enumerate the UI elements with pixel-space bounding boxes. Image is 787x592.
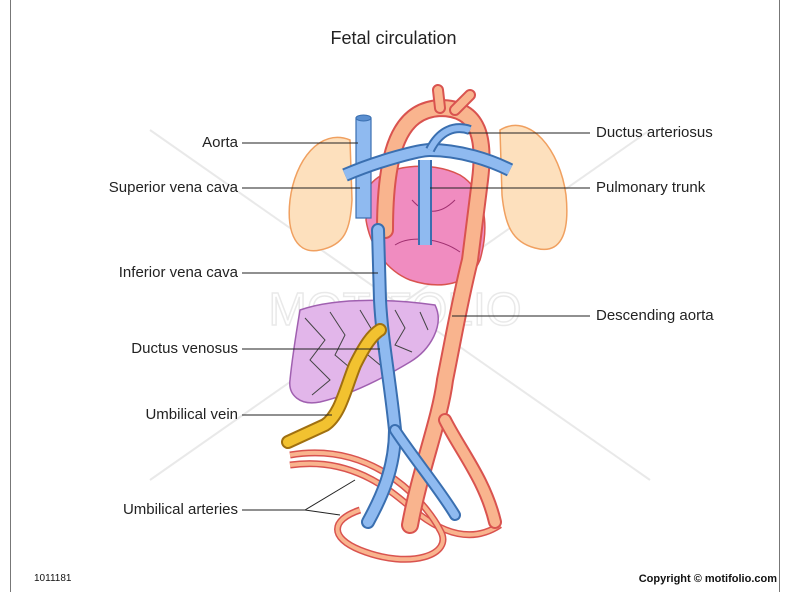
svc-opening bbox=[356, 115, 371, 121]
label-pulmonary-trunk: Pulmonary trunk bbox=[596, 179, 705, 197]
label-superior-vena-cava: Superior vena cava bbox=[109, 179, 238, 197]
label-umbilical-arteries: Umbilical arteries bbox=[123, 501, 238, 519]
label-aorta: Aorta bbox=[202, 134, 238, 152]
figure-code: 1011181 bbox=[34, 573, 71, 584]
label-descending-aorta: Descending aorta bbox=[596, 307, 714, 325]
diagram-title: Fetal circulation bbox=[0, 28, 787, 49]
label-ductus-arteriosus: Ductus arteriosus bbox=[596, 124, 713, 142]
right-lung bbox=[500, 125, 567, 249]
label-umbilical-vein: Umbilical vein bbox=[145, 406, 238, 424]
left-lung bbox=[289, 137, 352, 250]
label-ductus-venosus: Ductus venosus bbox=[131, 340, 238, 358]
copyright-notice: Copyright © motifolio.com bbox=[639, 573, 777, 585]
label-inferior-vena-cava: Inferior vena cava bbox=[119, 264, 238, 282]
